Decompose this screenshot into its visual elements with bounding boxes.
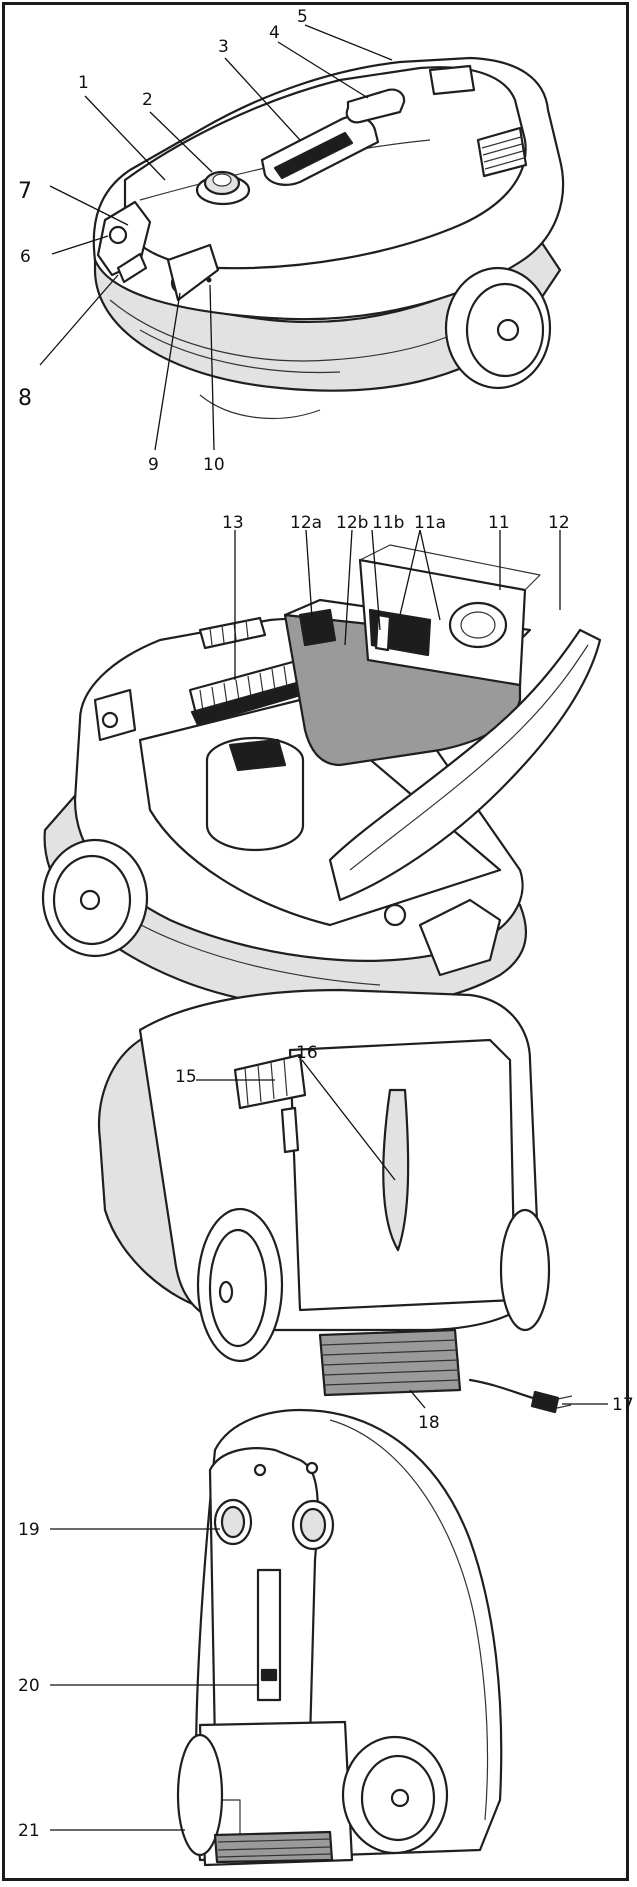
label-5: 5 (297, 7, 308, 27)
fig1-latch (345, 88, 406, 124)
fig2-tank-12a (298, 608, 337, 647)
label-6: 6 (20, 247, 31, 267)
fig1-button-6 (108, 225, 128, 245)
fig3-cord (468, 1378, 542, 1402)
fig1-panel-10 (166, 243, 220, 302)
leader-2 (149, 111, 213, 173)
fig3-exhaust-18-grille (321, 1339, 461, 1386)
label-19: 19 (18, 1520, 40, 1540)
fig2-motor-cap (228, 738, 287, 772)
fig4-slot-20 (256, 1568, 282, 1702)
fig4-slot-20-mark (260, 1668, 278, 1682)
leader-11a-1 (399, 529, 421, 616)
fig2-front-panel (418, 898, 502, 977)
leader-3 (224, 57, 301, 141)
label-11a: 11a (414, 513, 446, 533)
fig3-wheel-right (499, 1208, 551, 1332)
leader-16 (301, 1059, 396, 1181)
leader-8 (39, 274, 119, 366)
leader-7 (49, 185, 129, 226)
leader-11a-2 (419, 529, 441, 621)
fig3-vent-15-slats (244, 1058, 288, 1106)
fig2-separator-port-inner (460, 611, 496, 639)
fig3-latch (280, 1106, 300, 1154)
fig1-indicator-10 (206, 277, 212, 283)
label-11: 11 (488, 513, 510, 533)
fig1-rear-panel (428, 64, 476, 96)
fig2-motor (205, 758, 305, 852)
fig2-top-vent (198, 616, 267, 650)
fig4-dot-right (305, 1461, 319, 1475)
label-1: 1 (78, 73, 89, 93)
fig2-separator-11-flange (359, 544, 541, 591)
fig4-inlet-left-inner (220, 1505, 246, 1539)
fig1-wheel-hub (496, 318, 520, 342)
figure-open-view (41, 544, 602, 1011)
fig3-plug-17 (530, 1390, 560, 1414)
leader-6 (51, 235, 109, 255)
fig1-button-8 (116, 252, 148, 284)
fig4-inlet-right-inner (299, 1507, 327, 1543)
fig2-rear-button (101, 711, 119, 729)
fig4-dot-left (253, 1463, 267, 1477)
label-8: 8 (18, 386, 32, 411)
fig3-wheel-left-rim (208, 1228, 268, 1348)
fig3-plug-pins (556, 1395, 573, 1409)
fig3-wheel-left-hub (218, 1280, 234, 1304)
fig1-bumper-groove-2 (139, 329, 341, 374)
fig4-shell-crease (329, 1419, 489, 1821)
label-16: 16 (296, 1043, 318, 1063)
leader-12a (305, 529, 313, 619)
leader-lines (39, 24, 608, 1831)
label-11b: 11b (372, 513, 404, 533)
label-13: 13 (222, 513, 244, 533)
figure-rear-view (98, 988, 573, 1414)
label-12b: 12b (336, 513, 368, 533)
label-15: 15 (175, 1067, 197, 1087)
fig1-handle-grip (273, 131, 354, 180)
label-17: 17 (612, 1395, 634, 1415)
fig4-grille-lines (217, 1838, 332, 1858)
leader-12b (344, 529, 353, 646)
fig2-front-button (383, 903, 407, 927)
fig4-wheel-right-hub (390, 1788, 410, 1808)
leader-1 (84, 95, 166, 181)
fig3-back-panel-16 (382, 1088, 410, 1252)
label-9: 9 (148, 455, 159, 475)
label-12a: 12a (290, 513, 322, 533)
label-18: 18 (418, 1413, 440, 1433)
label-4: 4 (269, 23, 280, 43)
fig2-separator-11 (358, 558, 527, 687)
leader-18 (409, 1389, 426, 1409)
figure-front-view (176, 1408, 503, 1867)
leader-10 (209, 284, 215, 451)
fig2-top-vent-slats (209, 619, 249, 646)
fig1-underside (199, 394, 321, 419)
label-21: 21 (18, 1821, 40, 1841)
label-2: 2 (142, 90, 153, 110)
fig1-vent-slats (481, 136, 525, 170)
fig2-filter-13-pleats (199, 665, 289, 719)
label-7: 7 (18, 179, 32, 204)
leader-9 (154, 292, 181, 451)
leader-11b (371, 529, 381, 631)
label-3: 3 (218, 37, 229, 57)
fig2-lid-inner (349, 644, 589, 871)
label-12: 12 (548, 513, 570, 533)
leader-5 (304, 24, 393, 61)
fig2-wheel-hub (79, 889, 101, 911)
fig2-separator-11b (374, 613, 392, 652)
leader-4 (277, 41, 369, 99)
figure-top-view (92, 56, 565, 419)
fig4-wheel-left (176, 1733, 224, 1857)
fig1-knob-top (212, 173, 232, 187)
label-10: 10 (203, 455, 225, 475)
label-20: 20 (18, 1676, 40, 1696)
fig1-vent (476, 126, 528, 178)
part-labels: 1 2 3 4 5 6 7 8 9 10 13 12a 12b 11b 11a … (18, 7, 634, 1841)
